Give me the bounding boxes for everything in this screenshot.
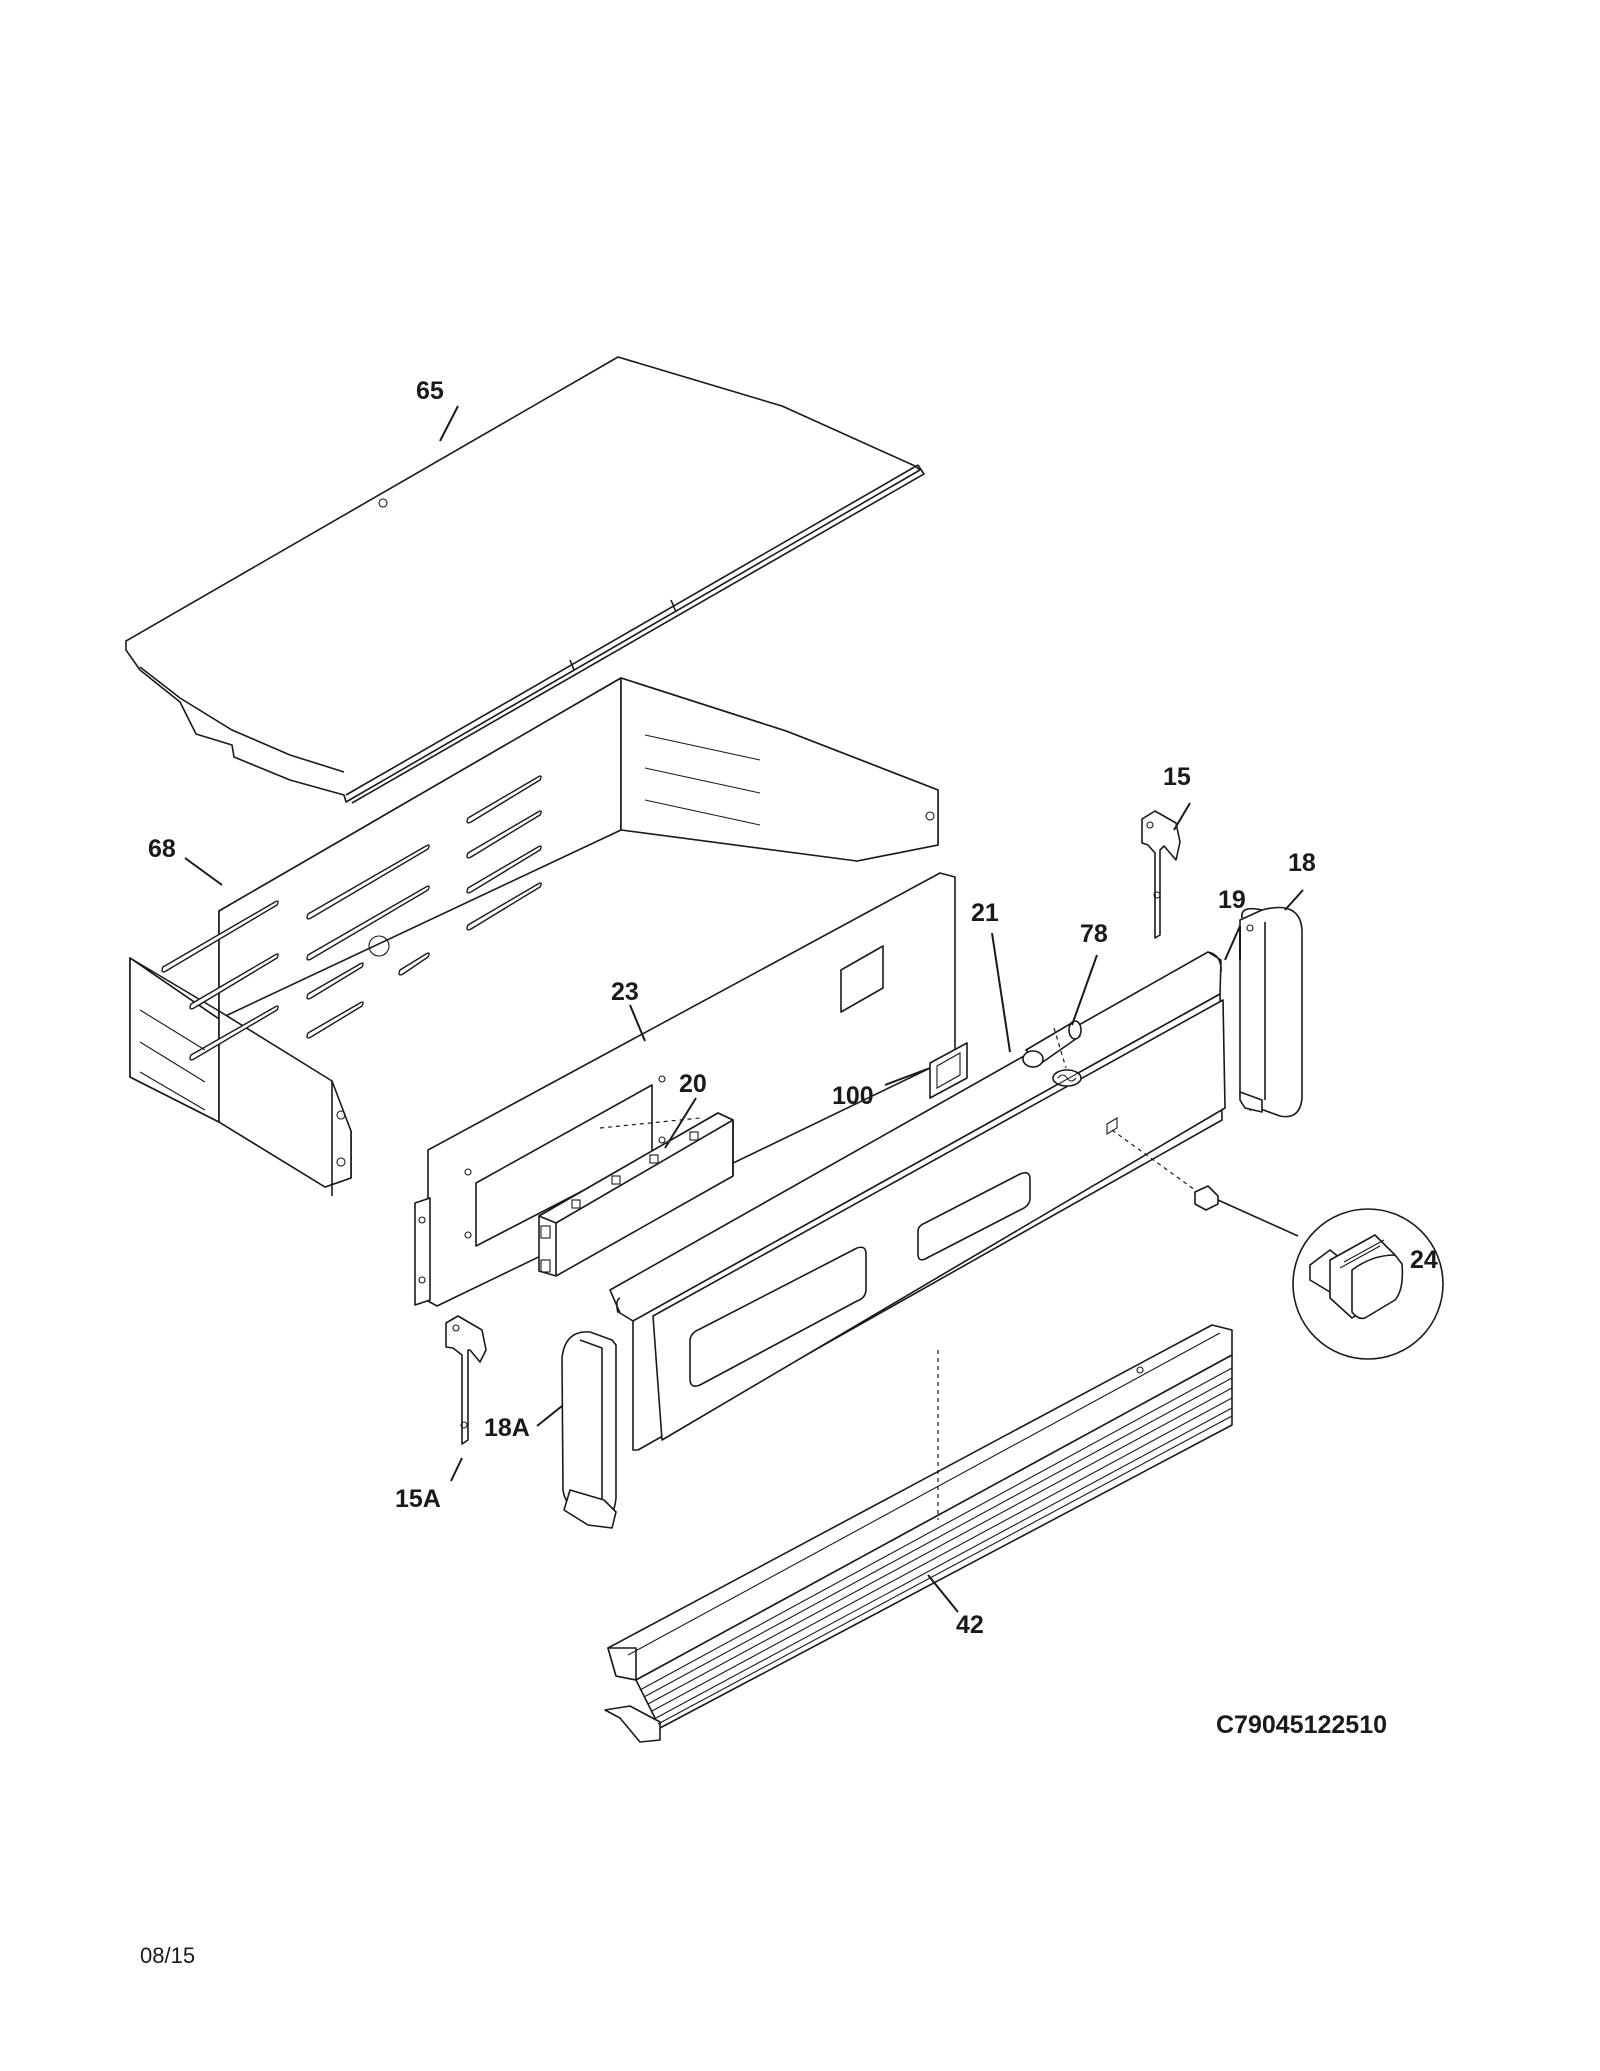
part-65-top-cover bbox=[125, 356, 926, 804]
callout-24: 24 bbox=[1410, 1246, 1438, 1274]
part-24-rocker-switch bbox=[1194, 1185, 1444, 1360]
callout-19: 19 bbox=[1218, 886, 1246, 914]
part-100-gasket bbox=[929, 1042, 968, 1099]
callout-18: 18 bbox=[1288, 849, 1316, 877]
callout-15A: 15A bbox=[395, 1485, 441, 1513]
callout-78: 78 bbox=[1080, 920, 1108, 948]
part-78-plug bbox=[1022, 1020, 1082, 1068]
part-18-end-cap-right bbox=[1239, 906, 1303, 1118]
callout-23: 23 bbox=[611, 978, 639, 1006]
part-20-control-board bbox=[538, 1112, 734, 1277]
part-68-wrapper-housing bbox=[129, 677, 939, 1196]
callout-18A: 18A bbox=[484, 1414, 530, 1442]
callout-100: 100 bbox=[832, 1082, 874, 1110]
callout-65: 65 bbox=[416, 377, 444, 405]
leader-lines bbox=[184, 405, 1304, 1613]
wrapper-louvers bbox=[161, 775, 542, 1061]
part-42-bottom-trim bbox=[604, 1324, 1233, 1743]
callout-42: 42 bbox=[956, 1611, 984, 1639]
part-15A-bracket-left bbox=[445, 1315, 487, 1445]
part-15-bracket-right bbox=[1141, 810, 1181, 939]
callout-21: 21 bbox=[971, 899, 999, 927]
callout-20: 20 bbox=[679, 1070, 707, 1098]
part-18A-end-cap-left bbox=[561, 1331, 617, 1529]
callout-15: 15 bbox=[1163, 763, 1191, 791]
date-code: 08/15 bbox=[140, 1943, 195, 1968]
callout-68: 68 bbox=[148, 835, 176, 863]
diagram-code: C79045122510 bbox=[1216, 1711, 1387, 1739]
callout-labels: 65 68 23 20 100 21 78 15 19 18 24 15A 18… bbox=[148, 377, 1438, 1639]
